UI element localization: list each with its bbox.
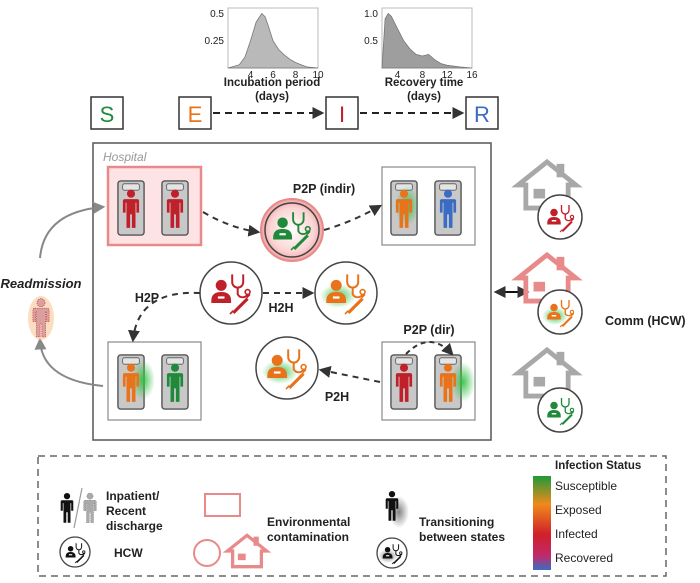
xlabel-line-2: (days) (255, 91, 289, 103)
p2p-indir-label: P2P (indir) (293, 182, 355, 196)
status-infected: Infected (555, 527, 598, 541)
x-tick-label: 4 (395, 70, 401, 81)
legend-inpatient-line-3: discharge (106, 519, 163, 533)
x-tick-label: 12 (442, 70, 454, 81)
legend-environment-line-1: Environmental (267, 515, 350, 529)
contamination-to-hcw-arrow (202, 211, 261, 237)
state-i-box: I (325, 96, 359, 130)
x-tick-label: 6 (270, 70, 276, 81)
xlabel-line-1: Incubation period (224, 77, 320, 89)
p2p-dir-arrow (405, 341, 454, 356)
h2h-label: H2H (268, 301, 293, 315)
density-area (381, 12, 473, 69)
community-hcw-label: Comm (HCW) (605, 314, 686, 328)
p2h-label: P2H (325, 390, 349, 404)
community-house-3 (518, 350, 583, 433)
legend-transitioning-line-1: Transitioning (419, 515, 494, 529)
legend-inpatient: Inpatient/ Recent discharge (60, 487, 163, 533)
hcw-to-ward-arrow (323, 204, 383, 231)
hcw-contaminated-circle (260, 198, 324, 262)
h2p-arrow (127, 291, 201, 343)
xlabel-line-2: (days) (407, 91, 441, 103)
ward-bottom-left (107, 341, 202, 421)
legend-transitioning: Transitioning between states (376, 490, 505, 569)
x-tick-label: 16 (466, 70, 478, 81)
p2p-dir-label: P2P (dir) (403, 323, 454, 337)
legend-transitioning-line-2: between states (419, 530, 505, 544)
state-e-box: E (178, 96, 212, 130)
legend-environment: Environmental contamination (193, 493, 350, 569)
state-s-box: S (90, 96, 124, 130)
state-r-box: R (465, 96, 499, 130)
legend-frame (37, 455, 667, 577)
x-tick-label: 8 (293, 70, 299, 81)
x-tick-label: 10 (312, 70, 324, 81)
ward-top-left (106, 165, 203, 247)
legend-inpatient-line-2: Recent (106, 504, 146, 518)
y-tick-label: 0.5 (364, 36, 378, 47)
h2p-label: H2P (135, 291, 159, 305)
y-tick-label: 1.0 (364, 9, 378, 20)
hcw-exposed-circle-p2h (255, 336, 319, 400)
legend-hcw: HCW (59, 536, 143, 568)
density-area (227, 12, 319, 69)
recovery-time-chart: 4 8 12 16 1.0 0.5 Recovery time (days) (364, 7, 478, 103)
hcw-infected-circle (199, 261, 263, 325)
ward-top-right (381, 166, 476, 246)
ward-bottom-right (381, 341, 476, 421)
y-tick-label: 0.25 (205, 36, 225, 47)
legend-infection-status: Infection Status Susceptible Exposed Inf… (533, 460, 641, 570)
hospital-label: Hospital (103, 150, 147, 164)
state-r-label: R (474, 102, 490, 127)
state-e-label: E (188, 102, 203, 127)
community-house-1 (518, 162, 583, 240)
contaminated-ward-icon (204, 493, 241, 517)
legend-environment-line-2: contamination (267, 530, 349, 544)
x-tick-label: 4 (248, 70, 254, 81)
y-tick-label: 0.5 (210, 9, 224, 20)
state-s-label: S (100, 102, 115, 127)
readmission-label: Readmission (1, 276, 82, 291)
status-exposed: Exposed (555, 503, 602, 517)
infection-status-title: Infection Status (555, 460, 641, 472)
readmission-arrow (39, 201, 106, 259)
status-recovered: Recovered (555, 551, 613, 565)
infection-status-colorbar (533, 476, 551, 570)
legend-inpatient-line-1: Inpatient/ (106, 489, 160, 503)
discharge-arrow (34, 337, 104, 387)
state-i-label: I (339, 102, 345, 127)
status-susceptible: Susceptible (555, 479, 617, 493)
community-house-2 (518, 255, 583, 335)
x-tick-label: 8 (420, 70, 426, 81)
legend-hcw-label: HCW (114, 546, 143, 560)
transition-glow (131, 360, 155, 400)
contaminated-hcw-icon (193, 539, 221, 567)
transition-glow (451, 362, 475, 402)
hcw-exposed-circle-h2h (314, 261, 378, 325)
xlabel-line-1: Recovery time (385, 77, 464, 89)
incubation-period-chart: 4 6 8 10 0.5 0.25 Incubation period (days) (205, 7, 324, 103)
